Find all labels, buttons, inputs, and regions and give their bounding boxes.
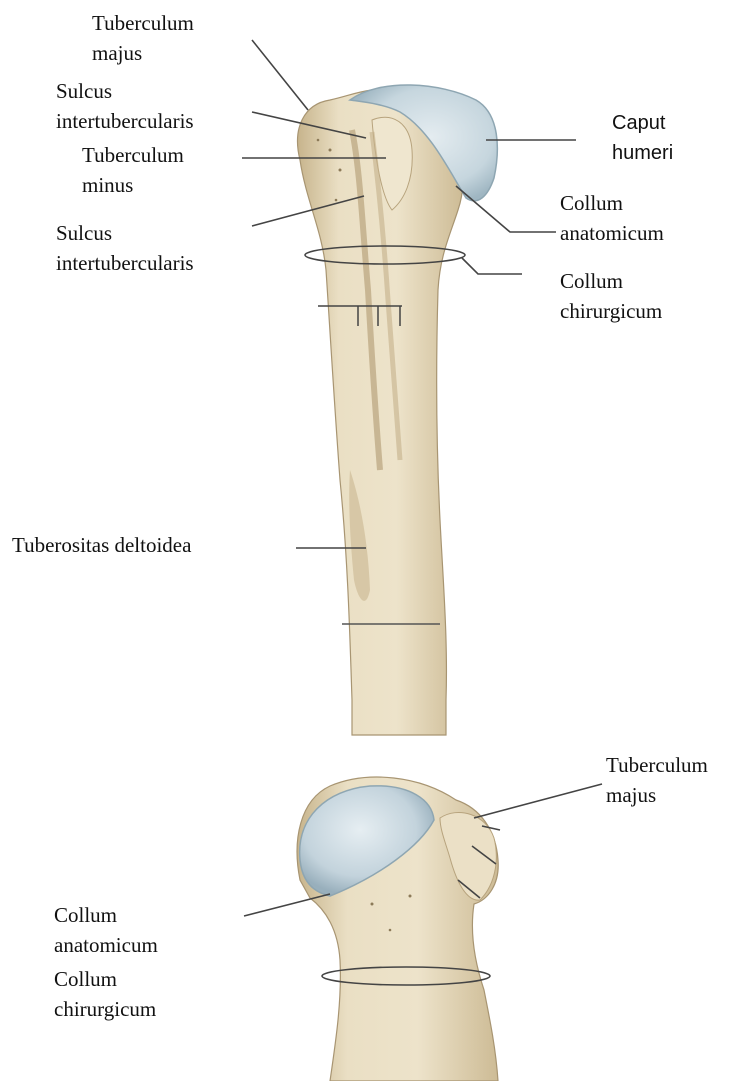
anterior-humerus [298, 85, 498, 735]
label-tuberositas-deltoidea: Tuberositas deltoidea [12, 530, 191, 560]
label-collum-chirurgicum: Collum chirurgicum [560, 266, 662, 326]
leader-tuberculum-majus-lower [474, 784, 602, 818]
label-collum-anatomicum: Collum anatomicum [560, 188, 664, 248]
label-collum-chirurgicum-lower: Collum chirurgicum [54, 964, 156, 1024]
label-sulcus-intertubercularis-upper: Sulcus intertubercularis [56, 76, 194, 136]
label-tuberculum-majus-lower: Tuberculum majus [606, 750, 708, 810]
leader-collum-chirurgicum [462, 258, 522, 274]
label-tuberculum-majus: Tuberculum majus [92, 8, 194, 68]
label-collum-anatomicum-lower: Collum anatomicum [54, 900, 158, 960]
label-caput-humeri: Caput humeri [612, 108, 673, 168]
label-tuberculum-minus: Tuberculum minus [82, 140, 184, 200]
leader-tuberculum-majus [252, 40, 308, 110]
label-sulcus-intertubercularis-lower: Sulcus intertubercularis [56, 218, 194, 278]
leader-collum-anatomicum-lower [244, 894, 330, 916]
superior-humerus [297, 777, 498, 1081]
